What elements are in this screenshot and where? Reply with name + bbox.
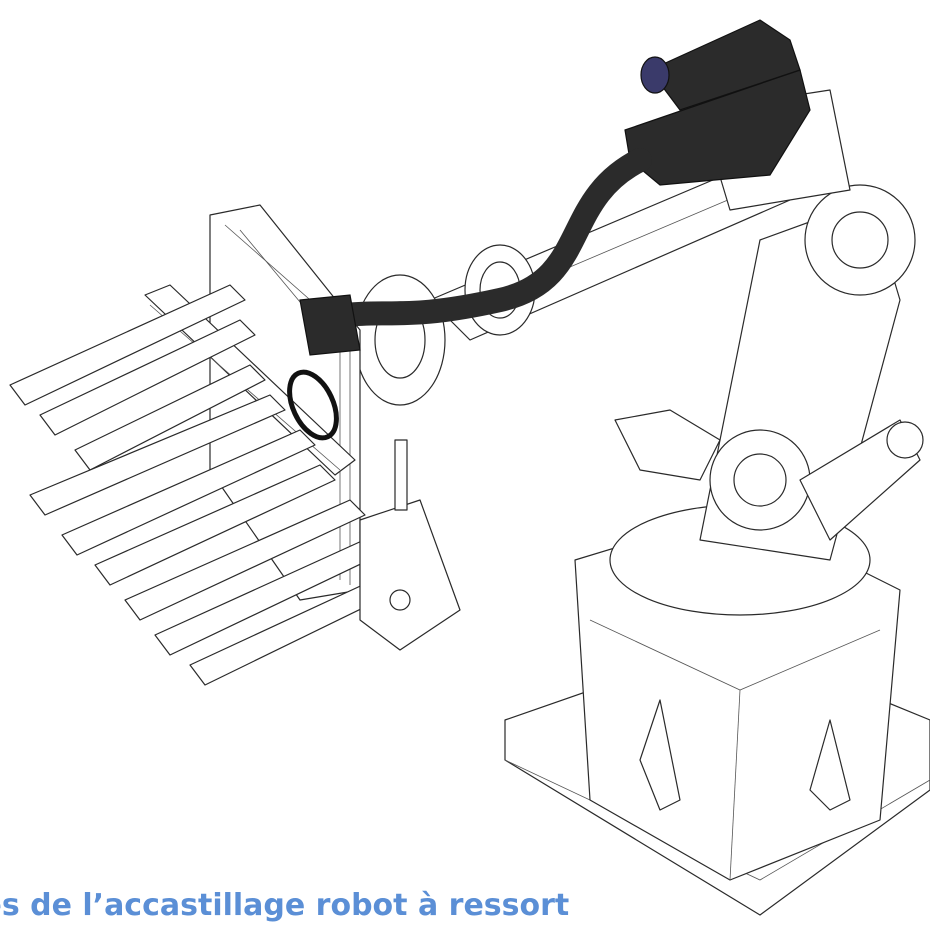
gripper-forks [9,284,411,686]
cable-loop [287,369,339,441]
gripper-side-plate [359,499,461,651]
pedestal-gusset-right [809,719,851,811]
axis-motor [614,409,721,481]
dress-pack-connector [640,56,670,94]
caption-title: ges de l’accastillage robot à ressort [0,888,570,923]
pneumatic-cylinder [394,439,408,511]
dress-pack-top [649,19,801,111]
dress-pack-cable [333,148,652,327]
gripper-mount-bracket [299,294,361,356]
pedestal-gusset-left [639,699,681,811]
